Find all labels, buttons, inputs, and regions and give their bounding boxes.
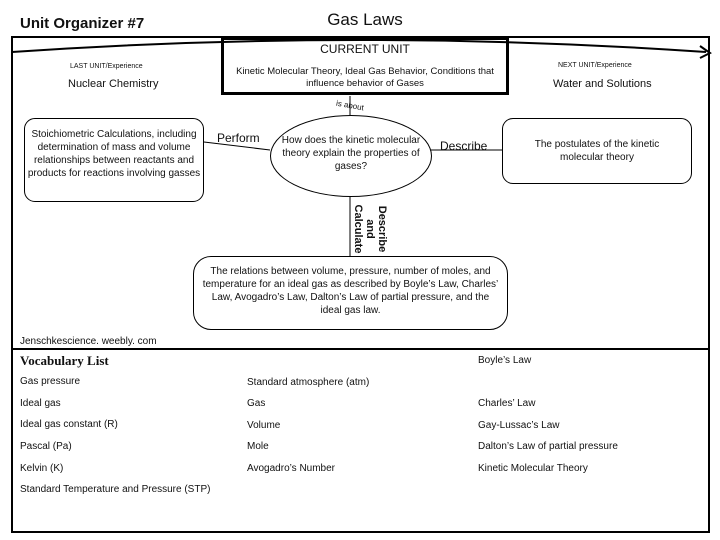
vocab-item: Gay-Lussac’s Law <box>478 420 560 431</box>
central-question-oval: How does the kinetic molecular theory ex… <box>270 115 432 197</box>
gas-relations-box: The relations between volume, pressure, … <box>193 256 508 330</box>
next-unit-value: Water and Solutions <box>553 78 652 90</box>
map-connector-lines <box>203 96 502 256</box>
vocab-item: Charles’ Law <box>478 398 536 409</box>
current-unit-description: Kinetic Molecular Theory, Ideal Gas Beha… <box>236 66 494 89</box>
stoichiometry-box: Stoichiometric Calculations, including d… <box>24 118 204 202</box>
vocab-item: Kinetic Molecular Theory <box>478 463 588 474</box>
vocab-item: Gas pressure <box>20 376 81 387</box>
vocab-item: Ideal gas <box>20 398 61 409</box>
vocab-item: Mole <box>247 441 269 452</box>
describe-label: Describe <box>440 139 488 153</box>
vocab-item: Pascal (Pa) <box>20 441 72 452</box>
vocab-item: Kelvin (K) <box>20 463 64 474</box>
last-unit-header: LAST UNIT/Experience <box>70 63 143 70</box>
next-unit-header: NEXT UNIT/Experience <box>558 62 632 69</box>
vocab-item: Standard atmosphere (atm) <box>247 377 370 388</box>
vertical-label-line-1: Describe and <box>364 205 388 253</box>
unit-organizer-label: Unit Organizer #7 <box>20 15 145 32</box>
vertical-label-line-2: Calculate <box>352 204 364 254</box>
vocab-item: Ideal gas constant (R) <box>20 419 118 430</box>
vocab-item: Dalton’s Law of partial pressure <box>478 441 618 452</box>
postulates-box: The postulates of the kinetic molecular … <box>502 118 692 184</box>
last-unit-value: Nuclear Chemistry <box>68 78 159 90</box>
vocab-item: Volume <box>247 420 281 431</box>
current-unit-label: CURRENT UNIT <box>320 42 410 56</box>
section-divider <box>11 348 710 350</box>
vocabulary-header: Vocabulary List <box>20 353 109 368</box>
page-title: Gas Laws <box>327 10 403 29</box>
perform-label: Perform <box>217 131 260 145</box>
describe-and-calculate-label: Describe and Calculate <box>330 200 388 258</box>
current-unit-box <box>221 37 509 95</box>
unit-timeline-arc <box>11 39 712 59</box>
vocab-item: Standard Temperature and Pressure (STP) <box>20 484 211 495</box>
website-label: Jenschkescience. weebly. com <box>20 336 157 347</box>
vocab-item: Gas <box>247 398 266 409</box>
vocab-item: Boyle’s Law <box>478 355 532 366</box>
vocab-item: Avogadro’s Number <box>247 463 336 474</box>
